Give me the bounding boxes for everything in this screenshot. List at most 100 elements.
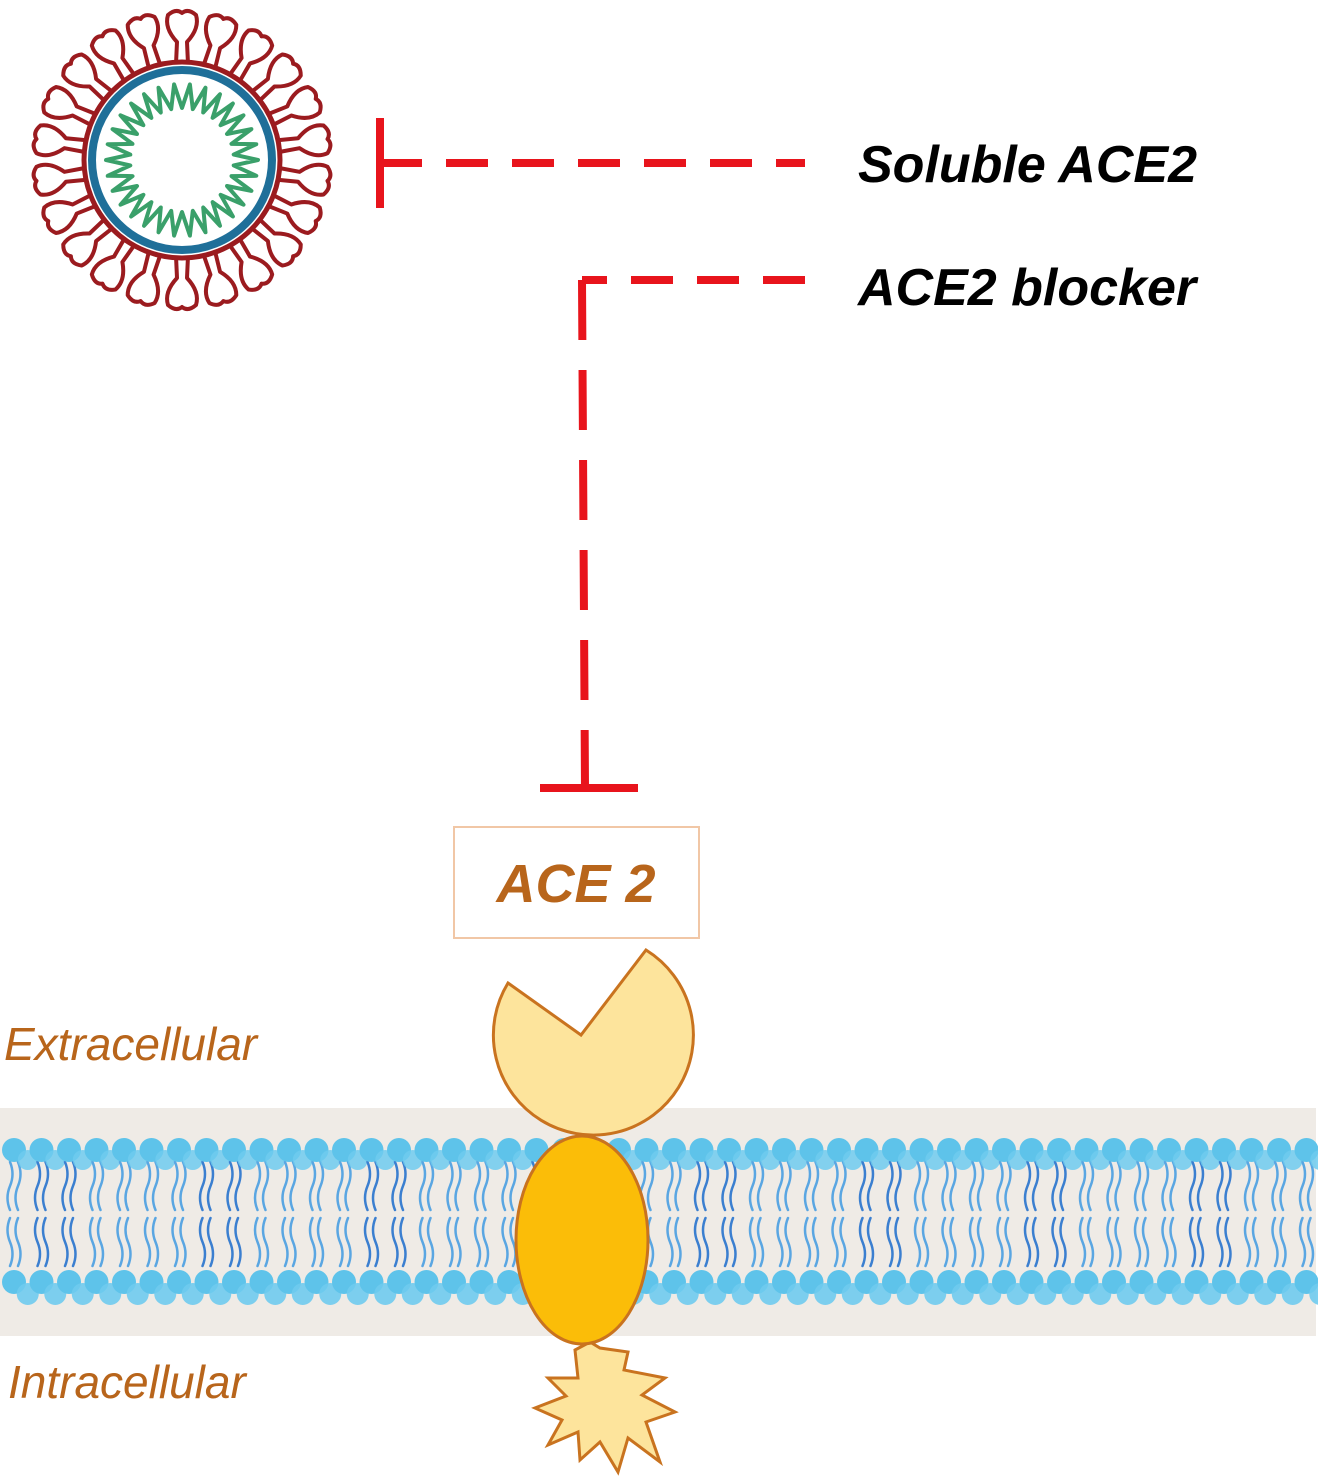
lipid-tail (6, 1216, 14, 1268)
lipid-tail (1279, 1216, 1287, 1268)
lipid-tail (1298, 1216, 1307, 1268)
lipid-tail (811, 1216, 820, 1268)
lipid-tail (776, 1216, 784, 1268)
lipid-tail (729, 1216, 737, 1268)
lipid-tail (473, 1216, 482, 1268)
virus-spike (201, 249, 239, 307)
lipid-tail (701, 1160, 710, 1212)
lipid-tail (866, 1216, 875, 1268)
lipid-tail (1059, 1216, 1067, 1268)
lipid-tail (976, 1160, 985, 1212)
lipid-tail (143, 1160, 152, 1212)
virus-spike (31, 162, 89, 197)
lipid-tail (473, 1160, 482, 1212)
lipid-head (1309, 1283, 1318, 1305)
lipid-tail (913, 1160, 922, 1212)
lipid-tail (886, 1160, 894, 1212)
lipid-tail (1224, 1160, 1232, 1212)
lipid-tail (446, 1216, 454, 1268)
lipid-tail (481, 1216, 490, 1268)
lipid-tail (693, 1216, 702, 1268)
lipid-tail (509, 1216, 517, 1268)
lipid-tail (371, 1216, 380, 1268)
virus-spike (125, 13, 163, 71)
lipid-tail (1251, 1160, 1260, 1212)
lipid-tail (1004, 1160, 1012, 1212)
lipid-tail (1169, 1216, 1177, 1268)
lipid-tail (1161, 1160, 1169, 1212)
virus-spike (125, 249, 163, 307)
lipid-tail (1078, 1160, 1087, 1212)
ace2-label: ACE 2 (494, 854, 655, 914)
virus-spike (165, 255, 199, 312)
lipid-tail (968, 1216, 977, 1268)
lipid-tail (1188, 1160, 1197, 1212)
lipid-tail (1086, 1160, 1095, 1212)
lipid-tail (674, 1160, 682, 1212)
lipid-tail (179, 1160, 187, 1212)
lipid-tail (1243, 1216, 1252, 1268)
lipid-tail (426, 1216, 435, 1268)
ace2-blocker-label: ACE2 blocker (856, 259, 1199, 317)
lipid-tail (481, 1160, 490, 1212)
lipid-tail (226, 1160, 234, 1212)
lipid-tail (363, 1216, 372, 1268)
lipid-tail (1051, 1216, 1059, 1268)
lipid-tail (1023, 1216, 1032, 1268)
lipid-tail (61, 1160, 69, 1212)
lipid-tail (14, 1216, 22, 1268)
lipid-tail (894, 1160, 902, 1212)
virus-spike (249, 216, 303, 268)
lipid-tail (234, 1216, 242, 1268)
lipid-tail (253, 1216, 262, 1268)
lipid-tail (866, 1160, 875, 1212)
lipid-tail (454, 1160, 462, 1212)
lipid-tail (371, 1160, 380, 1212)
lipid-tail (41, 1160, 50, 1212)
lipid-tail (509, 1160, 517, 1212)
lipid-tail (171, 1216, 179, 1268)
lipid-tail (399, 1160, 407, 1212)
soluble-ace2-label: Soluble ACE2 (858, 136, 1197, 194)
lipid-tail (316, 1216, 325, 1268)
lipid-tail (803, 1160, 812, 1212)
receptor-tail (531, 1340, 679, 1476)
lipid-tail (1078, 1216, 1087, 1268)
lipid-tail (949, 1160, 957, 1212)
lipid-tail (88, 1216, 97, 1268)
lipid-tail (1161, 1216, 1169, 1268)
lipid-head (1310, 1150, 1318, 1170)
lipid-tail (1298, 1160, 1307, 1212)
intracellular-label: Intracellular (8, 1356, 247, 1408)
lipid-tail (308, 1160, 317, 1212)
lipid-tail (308, 1216, 317, 1268)
lipid-tail (968, 1160, 977, 1212)
lipid-tail (1196, 1160, 1205, 1212)
lipid-tail (1188, 1216, 1197, 1268)
lipid-tail (748, 1160, 757, 1212)
lipid-tail (289, 1216, 297, 1268)
virus-spike (275, 123, 333, 158)
lipid-tail (666, 1216, 674, 1268)
lipid-tail (336, 1216, 344, 1268)
lipid-tail (261, 1216, 270, 1268)
lipid-tail (1086, 1216, 1095, 1268)
lipid-tail (363, 1160, 372, 1212)
lipid-tail (96, 1160, 105, 1212)
lipid-tail (1023, 1160, 1032, 1212)
lipid-tail (1031, 1216, 1040, 1268)
lipid-tail (1141, 1216, 1150, 1268)
lipid-tail (1106, 1160, 1114, 1212)
virus-spike (249, 52, 303, 104)
virus-spike (266, 192, 323, 235)
lipid-tail (1031, 1160, 1040, 1212)
lipid-tail (171, 1160, 179, 1212)
lipid-tail (949, 1216, 957, 1268)
lipid-tail (811, 1160, 820, 1212)
lipid-tail (1106, 1216, 1114, 1268)
lipid-tail (886, 1216, 894, 1268)
lipid-tail (1216, 1216, 1224, 1268)
receptor-transmembrane-body (514, 1134, 650, 1346)
lipid-tail (88, 1160, 97, 1212)
